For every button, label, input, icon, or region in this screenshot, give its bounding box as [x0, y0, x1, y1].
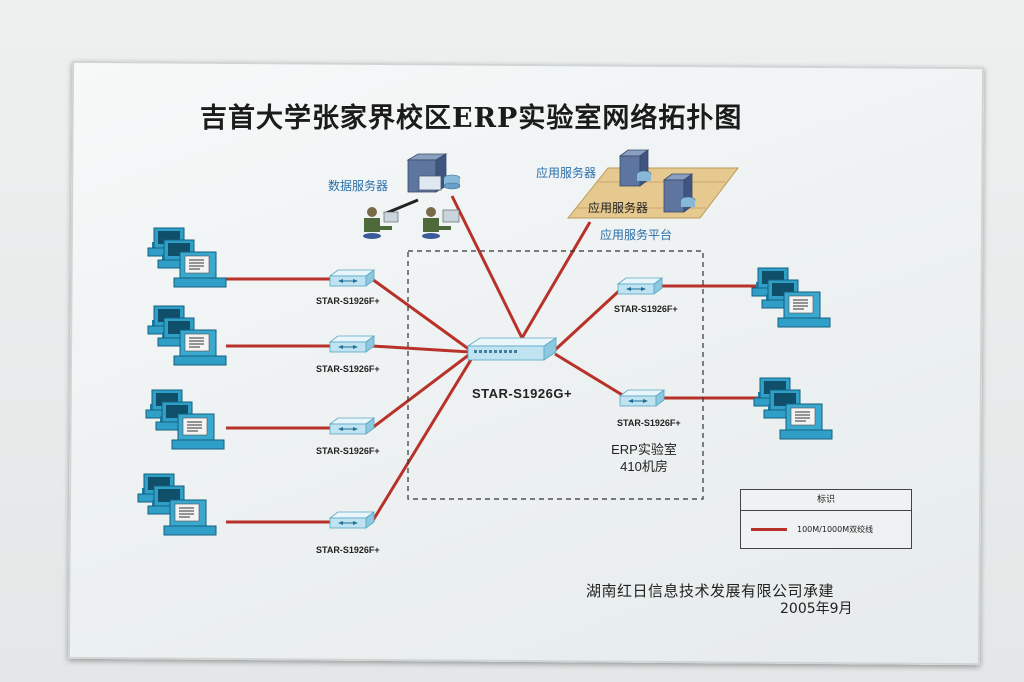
diagram-title: 吉首大学张家界校区ERP实验室网络拓扑图: [200, 103, 743, 134]
link-switch-2-core: [371, 344, 471, 354]
legend-item: 100M/1000M双绞线: [797, 524, 874, 534]
legend-row: 100M/1000M双绞线: [741, 511, 911, 547]
computer-group-2: [147, 305, 227, 366]
data-server-label: 数据服务器: [328, 179, 389, 193]
computer-group-4: [137, 473, 217, 536]
core-switch-icon: [466, 337, 558, 361]
app-server-label: 应用服务器: [536, 166, 597, 180]
footer-date: 2005年9月: [780, 601, 853, 617]
computer-group-3: [145, 389, 225, 450]
link-switch-1-core: [371, 277, 471, 352]
switch-icon: [329, 417, 375, 435]
platform-icon: [566, 167, 740, 219]
footer-company: 湖南红日信息技术发展有限公司承建: [586, 582, 835, 600]
core-switch-label: STAR-S1926G+: [472, 386, 573, 401]
switch-label-right-1: STAR-S1926F+: [614, 304, 678, 314]
lab-label-line1: ERP实验室: [611, 442, 677, 457]
app-server-label-2: 应用服务器: [588, 201, 649, 215]
switch-label-2: STAR-S1926F+: [316, 364, 380, 374]
link-data-server-core: [450, 195, 524, 339]
app-platform-label: 应用服务平台: [600, 228, 673, 242]
switch-label-right-2: STAR-S1926F+: [617, 418, 681, 428]
switch-icon: [329, 511, 375, 529]
lab-label: ERP实验室 410机房: [604, 441, 684, 475]
lab-label-line2: 410机房: [620, 459, 668, 474]
switch-icon: [329, 335, 375, 353]
switch-label-4: STAR-S1926F+: [316, 545, 380, 555]
link-switch-4-core: [370, 357, 474, 523]
legend: 标识 100M/1000M双绞线: [740, 489, 912, 549]
legend-link-swatch: [751, 527, 787, 531]
link-core-right-switch-2: [554, 352, 625, 398]
computer-group-right-1: [751, 267, 831, 328]
server-icon: [618, 149, 652, 187]
computer-group-right-2: [753, 377, 833, 440]
links: [226, 195, 758, 524]
server-icon: [406, 153, 461, 193]
link-switch-3-core: [371, 352, 471, 430]
switch-icon: [619, 389, 665, 407]
link-core-right-switch-1: [553, 288, 622, 352]
link-app-server-core: [520, 221, 592, 339]
switch-icon: [617, 277, 663, 295]
server-icon: [662, 173, 696, 213]
operator-icon: [422, 207, 460, 239]
operator-icon: [363, 198, 419, 239]
switch-label-1: STAR-S1926F+: [316, 296, 380, 306]
switch-label-3: STAR-S1926F+: [316, 446, 380, 456]
legend-header: 标识: [741, 490, 911, 511]
computer-group-1: [147, 227, 227, 288]
switch-icon: [329, 269, 375, 287]
lab-boundary: [407, 250, 704, 500]
